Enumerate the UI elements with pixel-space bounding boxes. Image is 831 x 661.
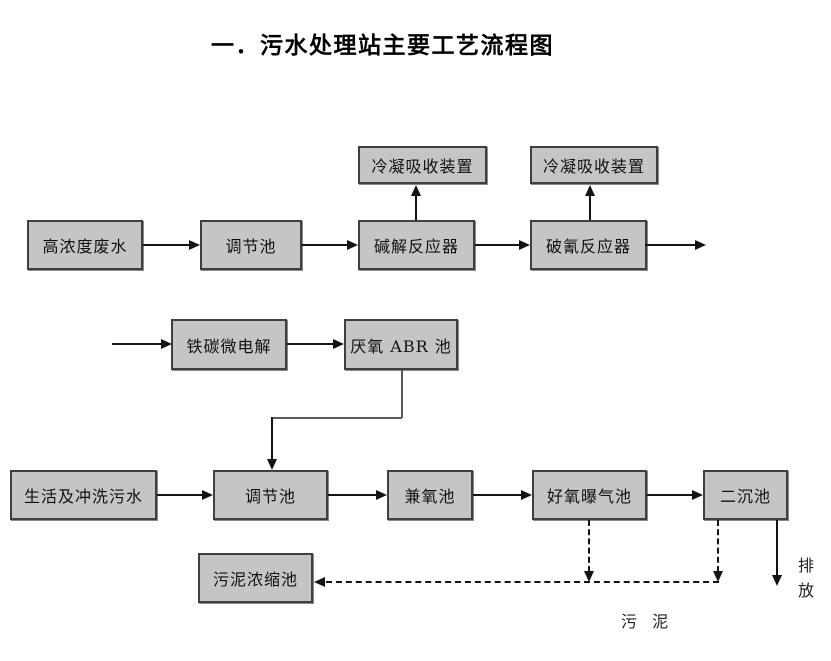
arrow-cyanide-outlet-head (695, 240, 706, 250)
sludge-line-to-thickening-tank (326, 581, 719, 583)
arrow-alkaline-to-condenser1-head (411, 185, 421, 196)
arrow-sewage-to-regulating-line (157, 494, 202, 496)
arrow-aeration-to-sedimentation-line (647, 494, 692, 496)
node-secondary-sedimentation-tank: 二沉池 (703, 470, 788, 520)
arrow-facultative-to-aeration-head (521, 490, 532, 500)
node-facultative-oxygen-tank: 兼氧池 (387, 470, 473, 520)
node-regulating-tank-top: 调节池 (200, 220, 302, 270)
node-alkaline-hydrolysis-reactor: 碱解反应器 (358, 220, 475, 270)
connector-abr-to-regulating-line (271, 417, 273, 460)
discharge-arrow-head (772, 575, 782, 586)
arrow-electrolysis-to-abr-line (287, 343, 333, 345)
connector-abr-elbow-left-line (271, 417, 402, 419)
node-condensation-absorption-unit-1: 冷凝吸收装置 (358, 146, 487, 184)
node-domestic-and-flushing-sewage: 生活及冲洗污水 (10, 470, 157, 520)
arrow-wastewater-to-regulating-line (143, 244, 189, 246)
arrow-regulating-to-facultative-head (376, 490, 387, 500)
node-iron-carbon-micro-electrolysis: 铁碳微电解 (171, 319, 287, 370)
discharge-label: 排放 (797, 556, 814, 600)
node-aerobic-aeration-tank: 好氧曝气池 (532, 470, 647, 520)
arrow-alkaline-to-condenser1-line (415, 196, 417, 220)
arrow-cyanide-to-condenser2-line (589, 196, 591, 220)
sludge-line-from-sedimentation-head (713, 571, 723, 582)
node-anaerobic-abr-tank: 厌氧 ABR 池 (344, 319, 458, 370)
arrow-inlet-to-electrolysis-head (161, 339, 172, 349)
node-sludge-thickening-tank: 污泥浓缩池 (198, 553, 313, 603)
arrow-alkaline-to-cyanide-line (475, 244, 519, 246)
sludge-label: 污 泥 (621, 612, 674, 631)
arrow-cyanide-outlet-line (645, 244, 695, 246)
node-high-concentration-wastewater: 高浓度废水 (27, 220, 143, 270)
arrow-regulating-to-alkaline-head (347, 240, 358, 250)
arrow-electrolysis-to-abr-head (333, 339, 344, 349)
sludge-line-from-aeration (588, 520, 590, 572)
diagram-title: 一．污水处理站主要工艺流程图 (211, 33, 554, 59)
connector-abr-to-regulating-head (267, 459, 277, 470)
arrow-inlet-to-electrolysis-line (112, 343, 161, 345)
node-cyanide-destruction-reactor: 破氰反应器 (530, 220, 647, 270)
arrow-cyanide-to-condenser2-head (585, 185, 595, 196)
arrow-regulating-to-alkaline-line (302, 244, 347, 246)
arrow-regulating-to-facultative-line (328, 494, 376, 496)
sludge-line-from-sedimentation (717, 520, 719, 572)
sludge-line-from-aeration-head (584, 571, 594, 582)
arrow-alkaline-to-cyanide-head (519, 240, 530, 250)
connector-abr-elbow-down-line (401, 370, 403, 418)
arrow-aeration-to-sedimentation-head (692, 490, 703, 500)
sludge-line-to-thickening-tank-head (314, 577, 325, 587)
arrow-facultative-to-aeration-line (473, 494, 521, 496)
arrow-wastewater-to-regulating-head (189, 240, 200, 250)
node-regulating-tank-bottom: 调节池 (213, 470, 328, 520)
arrow-sewage-to-regulating-head (202, 490, 213, 500)
node-condensation-absorption-unit-2: 冷凝吸收装置 (530, 146, 658, 184)
discharge-arrow-line (776, 520, 778, 576)
